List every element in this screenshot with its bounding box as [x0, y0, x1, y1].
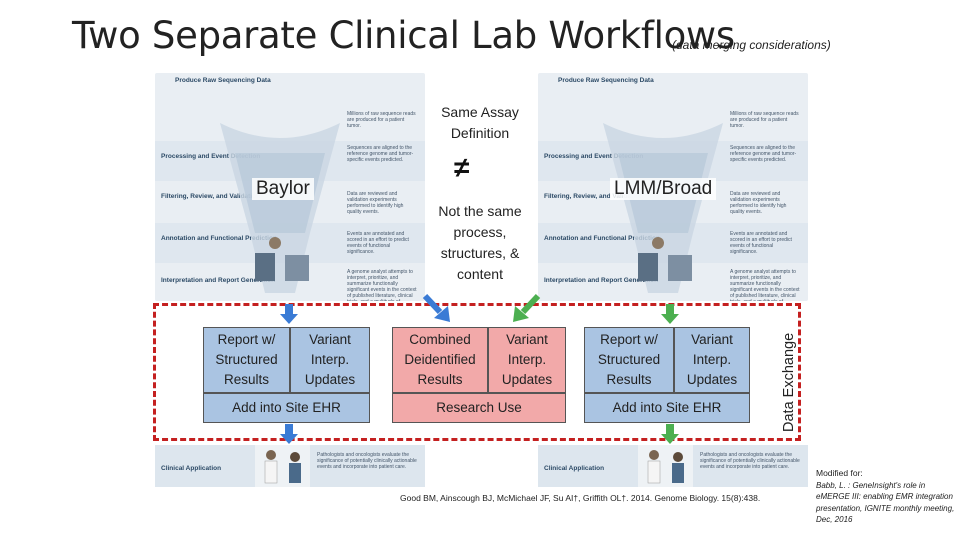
- clinical-note: Pathologists and oncologists evaluate th…: [700, 452, 800, 470]
- page-subtitle: (data merging considerations): [672, 38, 831, 52]
- stage-note: Sequences are aligned to the reference g…: [347, 145, 414, 163]
- arrow-left-to-middle: [422, 293, 450, 322]
- panel-header: Produce Raw Sequencing Data: [175, 77, 271, 84]
- stage-note: Millions of raw sequence reads are produ…: [347, 111, 416, 129]
- citation: Good BM, Ainscough BJ, McMichael JF, Su …: [400, 493, 761, 503]
- modified-head: Modified for:: [816, 468, 863, 478]
- left-variant-box: Variant Interp. Updates: [290, 327, 370, 393]
- stage-label: Processing and Event Detection: [544, 153, 644, 160]
- doctor-patient-image: [638, 445, 693, 487]
- data-exchange-boundary: [153, 303, 801, 441]
- modified-body: Babb, L. : GeneInsight's role in eMERGE …: [816, 480, 955, 525]
- stage-note: A genome analyst attempts to interpret, …: [730, 269, 800, 301]
- clinical-strip-right: Clinical Application Pathologists and on…: [538, 445, 808, 487]
- left-report-box: Report w/ Structured Results: [203, 327, 290, 393]
- left-ehr-box: Add into Site EHR: [203, 393, 370, 423]
- stage-label: Interpretation and Report Generation: [544, 277, 659, 284]
- right-variant-box: Variant Interp. Updates: [674, 327, 750, 393]
- stage-note: Data are reviewed and validation experim…: [730, 191, 787, 215]
- stage-label: Interpretation and Report Generation: [161, 277, 276, 284]
- stage-label: Filtering, Review, and Validation: [544, 193, 644, 200]
- mid-variant-box: Variant Interp. Updates: [488, 327, 566, 393]
- panel-header: Produce Raw Sequencing Data: [558, 77, 654, 84]
- baylor-label: Baylor: [252, 178, 314, 200]
- arrow-right-down: [661, 304, 679, 324]
- stage-note: A genome analyst attempts to interpret, …: [347, 269, 417, 301]
- stage-note: Millions of raw sequence reads are produ…: [730, 111, 799, 129]
- arrow-left-down: [280, 304, 298, 324]
- modified-credit: Modified for: Babb, L. : GeneInsight's r…: [816, 468, 956, 526]
- clinical-label: Clinical Application: [544, 465, 605, 472]
- stage-label: Processing and Event Detection: [161, 153, 261, 160]
- not-same-text: Not the same process, structures, & cont…: [428, 201, 532, 285]
- right-report-box: Report w/ Structured Results: [584, 327, 674, 393]
- stage-note: Events are annotated and scored in an ef…: [347, 231, 409, 255]
- clinical-strip-left: Clinical Application Pathologists and on…: [155, 445, 425, 487]
- arrow-right-clinical: [661, 424, 679, 444]
- mid-combined-box: Combined Deidentified Results: [392, 327, 488, 393]
- clinical-note: Pathologists and oncologists evaluate th…: [317, 452, 417, 470]
- broad-label: LMM/Broad: [610, 178, 717, 200]
- not-equal-symbol: ≠: [454, 152, 470, 183]
- same-assay-text: Same Assay Definition: [436, 102, 524, 144]
- stage-label: Filtering, Review, and Validation: [161, 193, 261, 200]
- mid-research-box: Research Use: [392, 393, 566, 423]
- page-title: Two Separate Clinical Lab Workflows: [72, 14, 735, 57]
- doctor-patient-image: [255, 445, 310, 487]
- arrow-right-to-middle: [513, 293, 541, 322]
- stage-note: Data are reviewed and validation experim…: [347, 191, 404, 215]
- arrow-left-clinical: [280, 424, 298, 444]
- stage-label: Annotation and Functional Prediction: [544, 235, 660, 242]
- stage-note: Events are annotated and scored in an ef…: [730, 231, 792, 255]
- stage-label: Annotation and Functional Prediction: [161, 235, 277, 242]
- right-ehr-box: Add into Site EHR: [584, 393, 750, 423]
- stage-note: Sequences are aligned to the reference g…: [730, 145, 797, 163]
- clinical-label: Clinical Application: [161, 465, 222, 472]
